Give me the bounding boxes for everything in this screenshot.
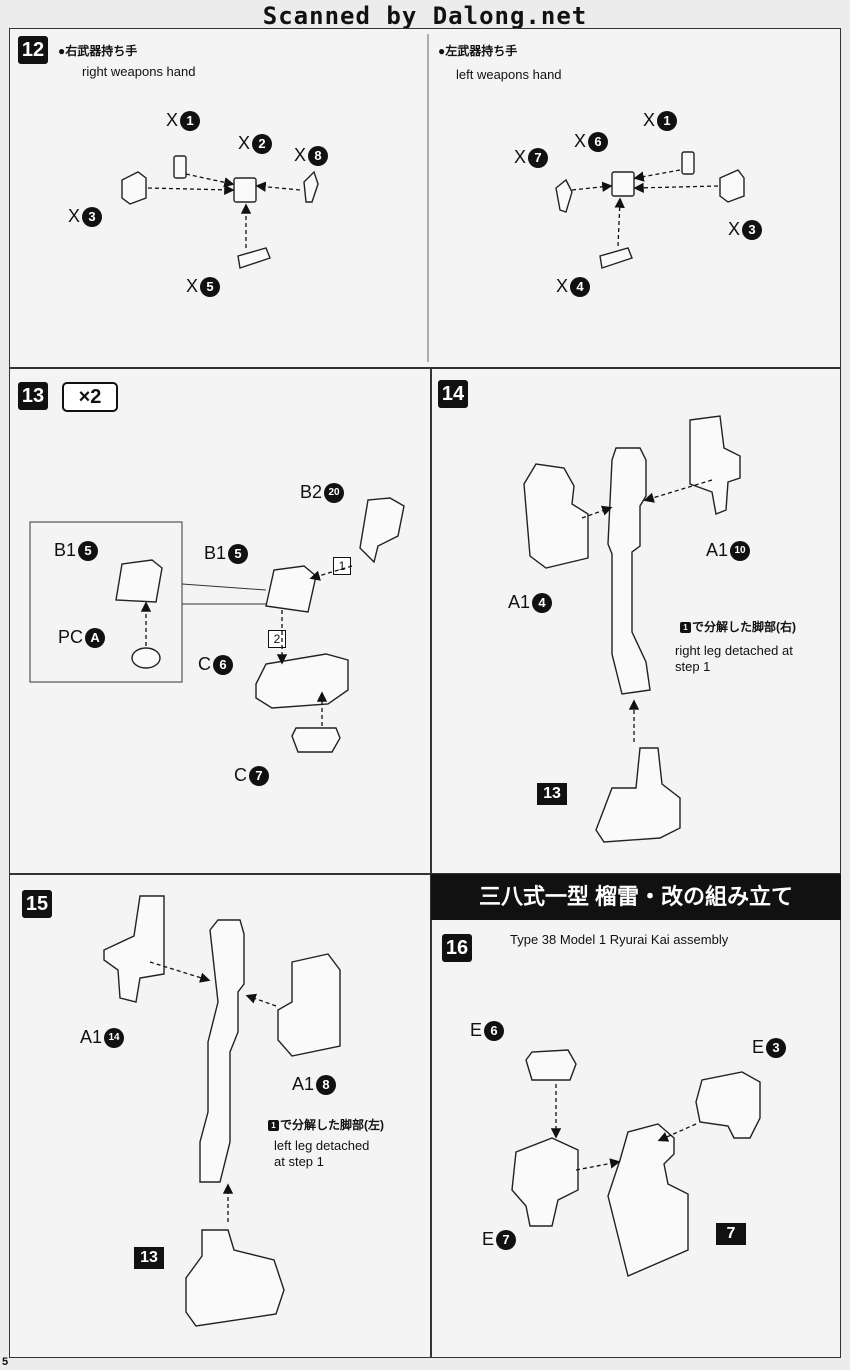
right-hand-assembly [121,155,319,269]
left-hand-jp-label: ●左武器持ち手 [438,44,518,58]
step-13-multiplier: ×2 [62,382,118,412]
step-15-ref-13: 13 [134,1247,164,1269]
step-13-panel [9,368,431,874]
left-hand-en-label: left weapons hand [456,67,562,82]
right-hand-jp-label: ●右武器持ち手 [58,44,138,58]
step-13-number: 13 [18,382,48,410]
right-hand-en-label: right weapons hand [82,64,196,79]
step-16-number: 16 [442,934,472,962]
left-hand-assembly [555,151,745,269]
step-16-ref-7: 7 [716,1223,746,1245]
step-14-ref-13: 13 [537,783,567,805]
step-15-en-note-2: at step 1 [274,1154,324,1169]
step-15-en-note-1: left leg detached [274,1138,370,1153]
step-16-panel [431,874,841,1358]
assembly-title: 三八式一型 榴雷・改の組み立て [431,874,841,920]
watermark: Scanned by Dalong.net [262,2,588,30]
step-12-number: 12 [18,36,48,64]
step-12-panel [9,28,841,368]
step-15-number: 15 [22,890,52,918]
page-number: 5 [2,1356,9,1368]
step-16-en-title: Type 38 Model 1 Ryurai Kai assembly [510,932,729,947]
step-14-en-note-1: right leg detached at [675,643,793,658]
step-14-en-note-2: step 1 [675,659,711,674]
step-14-number: 14 [438,380,468,408]
